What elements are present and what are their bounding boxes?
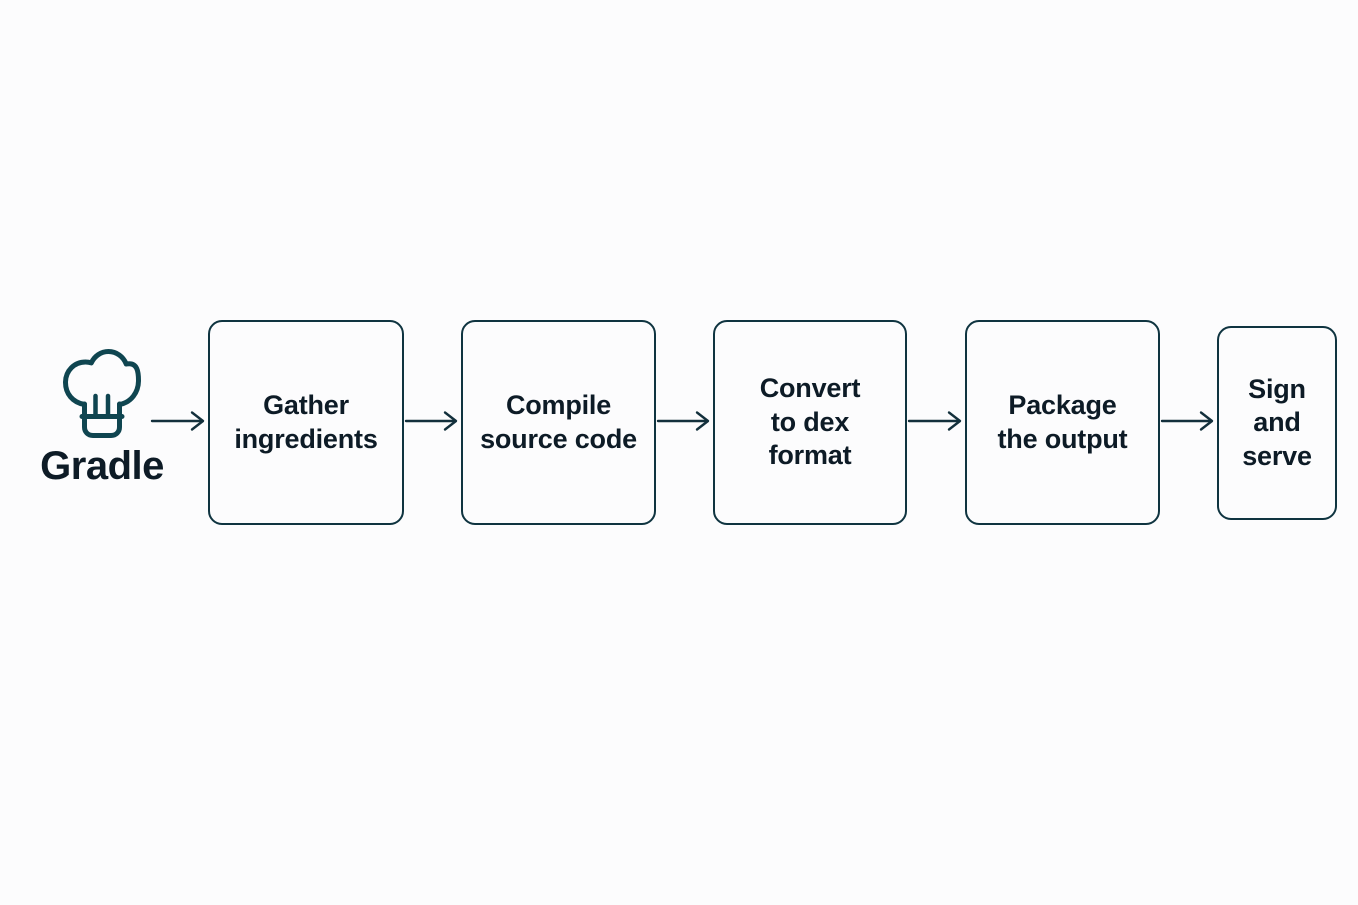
chef-hat-icon <box>62 348 142 440</box>
step-label-convert: Convert to dex format <box>759 373 861 471</box>
source-label-gradle: Gradle <box>40 444 164 488</box>
step-label-sign: Sign and serve <box>1242 373 1312 471</box>
arrow-source-to-gather <box>150 406 208 436</box>
step-box-convert[interactable]: Convert to dex format <box>713 320 907 525</box>
source-node-gradle: Gradle <box>28 348 176 513</box>
step-box-package[interactable]: Package the output <box>965 320 1160 525</box>
arrow-compile-to-convert <box>656 406 713 436</box>
arrow-package-to-sign <box>1160 406 1217 436</box>
arrow-gather-to-compile <box>404 406 461 436</box>
step-box-sign[interactable]: Sign and serve <box>1217 326 1337 520</box>
arrow-convert-to-package <box>907 406 965 436</box>
step-label-package: Package the output <box>997 390 1128 454</box>
step-box-gather[interactable]: Gather ingredients <box>208 320 404 525</box>
step-label-gather: Gather ingredients <box>234 390 378 454</box>
step-box-compile[interactable]: Compile source code <box>461 320 656 525</box>
step-label-compile: Compile source code <box>480 390 637 454</box>
